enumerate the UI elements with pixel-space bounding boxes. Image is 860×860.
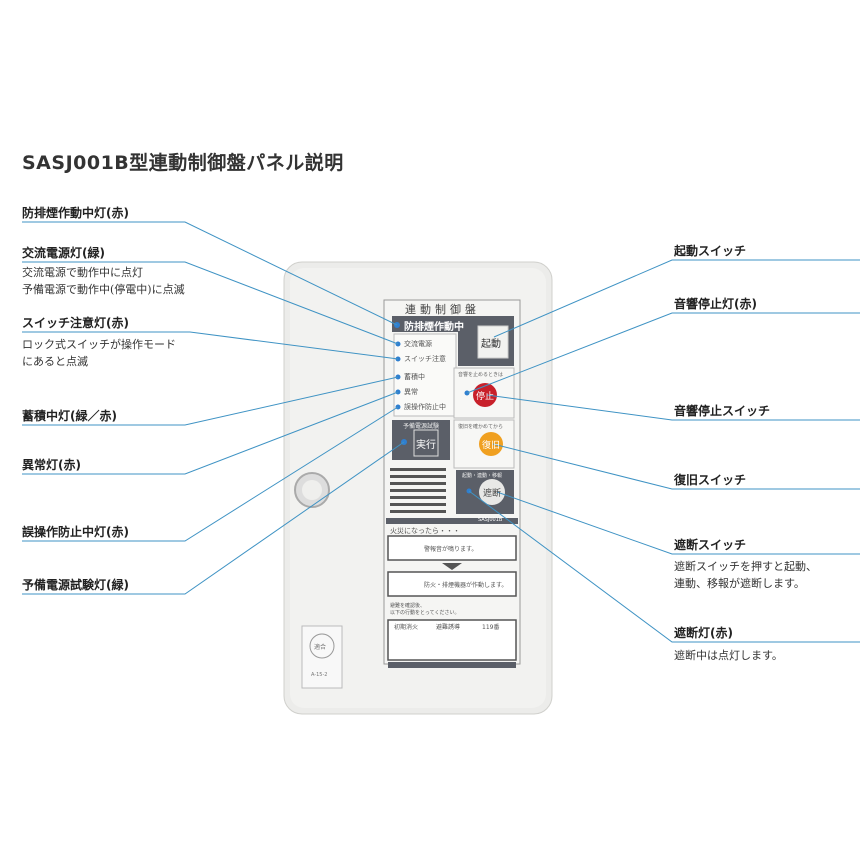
cutoff-button-label[interactable]: 遮断 — [483, 489, 502, 499]
label-start-switch: 起動スイッチ — [674, 244, 747, 258]
leader-line — [468, 490, 860, 643]
leader-line — [22, 261, 399, 345]
active-lamp-label: 防排煙作動中 — [404, 322, 464, 333]
desc-cutoff-switch: 遮断スイッチを押すと起動、連動、移報が遮断します。 — [674, 558, 817, 592]
lamp-label: 蓄積中 — [404, 373, 425, 381]
label-cutoff-lamp: 遮断灯(赤) — [674, 626, 733, 640]
cutoff-note: 起動・連動・移報 — [462, 473, 503, 479]
leader-line — [22, 331, 399, 360]
panel-heading: 連動制御盤 — [405, 303, 480, 316]
action-call-119: 119番 — [482, 624, 500, 631]
step3-line: 以下の行動をとってください。 — [390, 610, 460, 616]
desc-ac-power-lamp: 交流電源で動作中に点灯予備電源で動作中(停電中)に点滅 — [22, 264, 185, 298]
leader-line — [493, 259, 860, 338]
leader-line — [22, 441, 405, 595]
label-fault-lamp: 異常灯(赤) — [22, 458, 81, 472]
label-sound-stop-lamp: 音響停止灯(赤) — [674, 297, 757, 311]
test-execute-button[interactable]: 実行 — [416, 440, 436, 451]
seal-code: A-15-2 — [311, 672, 328, 678]
label-backup-test-lamp: 予備電源試験灯(緑) — [22, 578, 129, 592]
certification-seal — [301, 625, 343, 689]
desc-line: 連動、移報が遮断します。 — [674, 577, 805, 590]
start-button[interactable]: 起動 — [481, 339, 501, 350]
label-reset-switch: 復旧スイッチ — [674, 473, 747, 487]
desc-line: 遮断スイッチを押すと起動、 — [674, 560, 817, 573]
label-smoke-control-lamp: 防排煙作動中灯(赤) — [22, 206, 129, 220]
step1-text: 警報音が鳴ります。 — [424, 546, 478, 553]
seal-text: 適合 — [314, 644, 327, 651]
stop-note: 音響を止めるときは — [458, 372, 504, 378]
test-box-label: 予備電源試験 — [403, 423, 440, 430]
label-ac-power-lamp: 交流電源灯(緑) — [22, 246, 105, 260]
leader-line — [22, 391, 399, 475]
fire-heading: 火災になったら・・・ — [390, 527, 460, 535]
desc-line: 交流電源で動作中に点灯 — [22, 266, 143, 279]
desc-cutoff-lamp: 遮断中は点灯します。 — [674, 649, 783, 662]
reset-button — [479, 432, 503, 456]
desc-line: にあると点滅 — [22, 355, 88, 368]
step3-line: 避難を確認後、 — [390, 603, 426, 609]
lamp-label: 誤操作防止中 — [404, 403, 446, 411]
lamp-label: 交流電源 — [404, 340, 432, 348]
label-cutoff-switch: 遮断スイッチ — [674, 538, 747, 552]
page-title: SASJ001B型連動制御盤パネル説明 — [22, 152, 344, 174]
step2-text: 防火・排煙機器が作動します。 — [424, 582, 508, 589]
label-switch-caution-lamp: スイッチ注意灯(赤) — [22, 316, 129, 330]
leader-line — [492, 443, 860, 490]
leader-line — [496, 491, 860, 555]
model-label: SASJ001B — [478, 517, 503, 523]
leader-line — [22, 221, 398, 326]
step3-text: 避難を確認後、以下の行動をとってください。 — [390, 603, 459, 617]
reset-button-label[interactable]: 復旧 — [482, 441, 501, 451]
leader-line — [22, 376, 399, 426]
cutoff-button — [479, 479, 505, 505]
lamp-label: 異常 — [404, 388, 418, 396]
label-misoperation-lamp: 誤操作防止中灯(赤) — [22, 525, 129, 539]
stop-button — [473, 383, 497, 407]
desc-switch-caution-lamp: ロック式スイッチが操作モードにあると点滅 — [22, 336, 176, 370]
action-evacuate: 避難誘導 — [436, 624, 461, 631]
desc-line: 予備電源で動作中(停電中)に点滅 — [22, 283, 185, 296]
leader-line — [466, 312, 860, 394]
desc-line: ロック式スイッチが操作モード — [22, 338, 176, 351]
lamp-label: スイッチ注意 — [404, 355, 446, 363]
stop-button-label[interactable]: 停止 — [476, 392, 495, 402]
leader-line — [22, 406, 399, 542]
label-sound-stop-switch: 音響停止スイッチ — [674, 404, 771, 418]
label-accumulating-lamp: 蓄積中灯(緑／赤) — [22, 409, 117, 423]
reset-note: 復旧を確かめてから — [458, 424, 504, 430]
leader-line — [486, 394, 860, 421]
action-extinguish: 初期消火 — [394, 624, 419, 631]
